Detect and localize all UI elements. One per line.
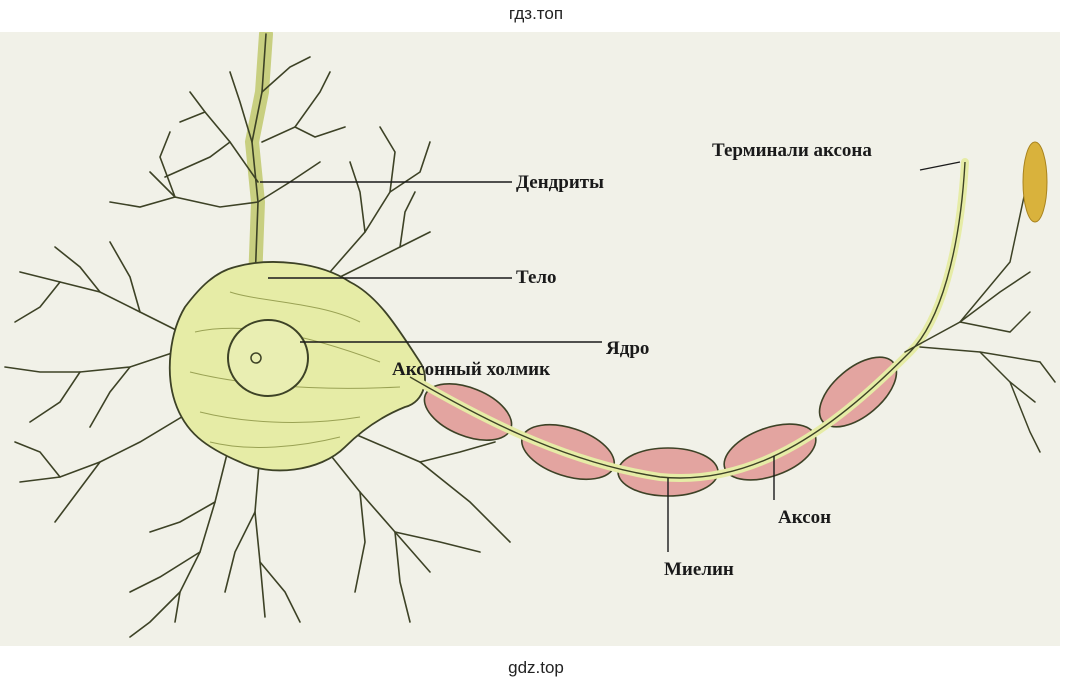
axon-outline [409, 161, 966, 479]
axon-terminals [904, 191, 1056, 453]
label-myelin: Миелин [664, 559, 734, 580]
label-axon: Аксон [778, 507, 831, 528]
label-axon-terminals: Терминали аксона [712, 140, 872, 161]
nucleolus [250, 352, 262, 364]
watermark-bottom: gdz.top [508, 658, 564, 677]
nucleus [227, 319, 309, 397]
neuron-diagram: Дендриты Тело Ядро Аксонный холмик Терми… [0, 32, 1060, 646]
synaptic-terminal [1022, 141, 1048, 223]
label-axon-hillock: Аксонный холмик [392, 359, 550, 380]
leader-lines [260, 161, 961, 552]
label-dendrites: Дендриты [516, 172, 604, 193]
watermark-top: гдз.топ [508, 4, 564, 23]
diagram-background [0, 32, 1060, 646]
dendrites-group [4, 32, 511, 638]
label-nucleus: Ядро [606, 338, 649, 359]
label-body: Тело [516, 267, 557, 288]
